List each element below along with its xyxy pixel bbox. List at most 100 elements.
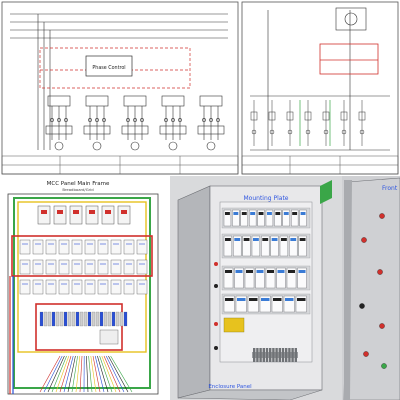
breaker bbox=[85, 205, 99, 225]
cabinet-device bbox=[279, 235, 289, 257]
motor-branches bbox=[45, 95, 225, 151]
contactor bbox=[84, 239, 96, 255]
contactor bbox=[84, 259, 96, 275]
phase-control-label: Phase Control bbox=[92, 65, 125, 71]
mcc-panel-title: MCC Panel Main Frame bbox=[47, 181, 110, 187]
contactor bbox=[58, 259, 70, 275]
cabinet-device bbox=[282, 209, 290, 227]
cabinet-device bbox=[242, 235, 251, 257]
door-3d-drawing: Front bbox=[343, 177, 400, 400]
contactor bbox=[19, 259, 31, 275]
mcc-terminal-strip bbox=[39, 311, 128, 345]
breaker bbox=[117, 205, 131, 225]
cabinet-device bbox=[259, 295, 271, 313]
cabinet-device bbox=[298, 235, 307, 257]
contactor bbox=[123, 279, 135, 295]
cabinet-device bbox=[223, 209, 232, 227]
cabinet-device bbox=[255, 267, 265, 289]
cabinet-device bbox=[289, 235, 298, 257]
contactor bbox=[97, 239, 109, 255]
cabinet-device bbox=[233, 235, 242, 257]
door-pilot-lights bbox=[359, 213, 387, 369]
cabinet-device bbox=[297, 267, 307, 289]
contactor bbox=[136, 239, 148, 255]
mcc-cable-bundle bbox=[39, 355, 133, 393]
cabinet-device bbox=[244, 267, 255, 289]
cabinet-device bbox=[223, 295, 235, 313]
pilot-light bbox=[379, 323, 385, 329]
cabinet-3d-drawing: Mounting Plate Enclosure Panel bbox=[177, 180, 332, 400]
cabinet-device bbox=[223, 267, 234, 289]
cabinet-terminal-rail bbox=[252, 348, 298, 362]
power-schematic-panel: Phase Control bbox=[0, 0, 240, 176]
yellow-power-block bbox=[223, 317, 245, 333]
cabinet-device bbox=[257, 209, 265, 227]
contactor bbox=[97, 279, 109, 295]
mcc-breaker-row-top bbox=[37, 205, 131, 225]
cabinet-device bbox=[240, 209, 248, 227]
contactor bbox=[71, 279, 83, 295]
contactor bbox=[58, 239, 70, 255]
cabinet-device bbox=[234, 267, 244, 289]
pilot-light bbox=[379, 213, 385, 219]
cabinet-device bbox=[299, 209, 307, 227]
contactor bbox=[136, 259, 148, 275]
breaker bbox=[37, 205, 51, 225]
phase-control-block bbox=[85, 55, 133, 77]
mounting-plate-label: Mounting Plate bbox=[244, 195, 289, 202]
cabinet-device bbox=[261, 235, 270, 257]
contactor bbox=[110, 239, 122, 255]
pilot-light bbox=[363, 351, 369, 357]
cabinet-device bbox=[271, 295, 283, 313]
breaker bbox=[53, 205, 67, 225]
contactor bbox=[32, 279, 44, 295]
contactor bbox=[97, 259, 109, 275]
pilot-light bbox=[361, 237, 367, 243]
contactor bbox=[84, 279, 96, 295]
cabinet-device bbox=[235, 295, 247, 313]
cabinet-device bbox=[270, 235, 279, 257]
contactor bbox=[71, 239, 83, 255]
contactor bbox=[19, 239, 31, 255]
pilot-light bbox=[359, 303, 365, 309]
contactor bbox=[45, 259, 57, 275]
cabinet-device bbox=[265, 267, 276, 289]
cabinet-device bbox=[290, 209, 299, 227]
control-schematic-drawing bbox=[241, 1, 399, 175]
door-label: Front bbox=[382, 185, 398, 192]
cabinet-device bbox=[286, 267, 297, 289]
contactor bbox=[45, 279, 57, 295]
pilot-light bbox=[381, 363, 387, 369]
contactor bbox=[71, 259, 83, 275]
contactor bbox=[123, 239, 135, 255]
contactor bbox=[58, 279, 70, 295]
mcc-contactor-rows bbox=[19, 239, 148, 295]
contactor bbox=[110, 259, 122, 275]
contactor bbox=[45, 239, 57, 255]
cabinet-device bbox=[283, 295, 295, 313]
cabinet-device bbox=[295, 295, 307, 313]
pilot-light bbox=[377, 269, 383, 275]
cabinet-device bbox=[276, 267, 286, 289]
breaker bbox=[69, 205, 83, 225]
cabinet-device bbox=[265, 209, 274, 227]
contactor bbox=[32, 259, 44, 275]
cabinet-device bbox=[223, 235, 233, 257]
breaker bbox=[101, 205, 115, 225]
contactor bbox=[110, 279, 122, 295]
door-3d-view: Front bbox=[342, 176, 400, 400]
cabinet-device bbox=[274, 209, 282, 227]
control-schematic-panel bbox=[240, 0, 400, 176]
cabinet-component-rows bbox=[221, 207, 311, 315]
cabinet-device bbox=[248, 209, 257, 227]
cabinet-device bbox=[232, 209, 240, 227]
contactor bbox=[123, 259, 135, 275]
cabinet-device bbox=[247, 295, 259, 313]
mcc-panel-layout: MCC Panel Main Frame Breadboard/Grid bbox=[0, 176, 170, 400]
contactor bbox=[19, 279, 31, 295]
contactor bbox=[136, 279, 148, 295]
mcc-panel-subtitle: Breadboard/Grid bbox=[62, 187, 94, 192]
enclosure-panel-label: Enclosure Panel bbox=[208, 384, 252, 390]
cabinet-3d-view: Mounting Plate Enclosure Panel bbox=[170, 176, 342, 400]
contactor bbox=[32, 239, 44, 255]
